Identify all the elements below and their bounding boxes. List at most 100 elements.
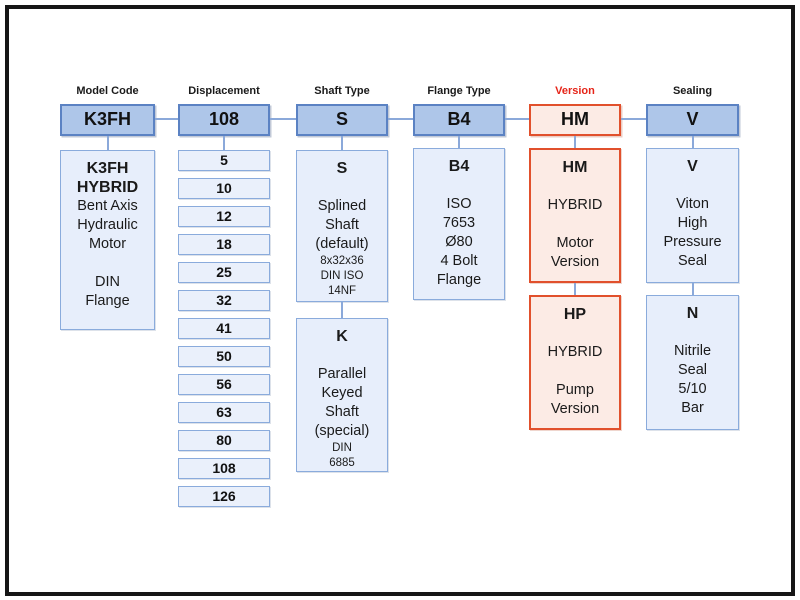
option-line: Seal — [677, 362, 708, 378]
option-line: (default) — [315, 236, 369, 252]
displacement-cell: 41 — [178, 318, 270, 339]
option-line: Ø80 — [445, 234, 473, 250]
connector-horizontal — [621, 118, 646, 120]
line-gap — [531, 215, 619, 234]
line-gap — [297, 178, 387, 197]
option-line: Seal — [677, 253, 708, 269]
connector-horizontal — [155, 118, 178, 120]
displacement-cell: 18 — [178, 234, 270, 255]
displacement-cell: 25 — [178, 262, 270, 283]
option-line: Parallel — [317, 366, 367, 382]
connector-vertical — [691, 283, 694, 295]
connector-vertical — [691, 136, 694, 148]
option-line: B4 — [448, 158, 470, 175]
connector-vertical — [341, 302, 343, 318]
option-line: Bent Axis — [77, 198, 138, 214]
displacement-cell: 10 — [178, 178, 270, 199]
displacement-cell: 80 — [178, 430, 270, 451]
column-label-shaft-type: Shaft Type — [314, 85, 370, 97]
option-line: Flange — [85, 293, 130, 309]
column-label-displacement: Displacement — [188, 85, 260, 97]
option-line: HYBRID — [76, 179, 139, 196]
option-line: (special) — [314, 423, 370, 439]
connector-horizontal — [388, 118, 413, 120]
option-line: DIN ISO — [320, 270, 364, 282]
connector-vertical — [223, 136, 225, 150]
connector-vertical — [341, 136, 343, 150]
option-line: Viton — [676, 196, 709, 212]
header-box-shaft-type: S — [296, 104, 388, 136]
connector-vertical — [574, 283, 576, 295]
option-line: 8x32x36 — [320, 255, 364, 267]
line-gap — [647, 176, 738, 195]
connector-vertical — [106, 136, 109, 150]
line-gap — [647, 323, 738, 342]
option-line: Flange — [436, 272, 482, 288]
displacement-cell: 12 — [178, 206, 270, 227]
displacement-cell: 56 — [178, 374, 270, 395]
column-label-sealing: Sealing — [672, 85, 713, 97]
option-line: 4 Bolt — [440, 253, 478, 269]
line-gap — [531, 324, 619, 343]
line-gap — [531, 177, 619, 196]
option-line: Bar — [681, 400, 704, 416]
option-line: Shaft — [325, 404, 359, 420]
displacement-cell: 32 — [178, 290, 270, 311]
option-line: Motor — [556, 235, 594, 251]
option-line: K — [336, 328, 348, 345]
option-line: V — [687, 158, 698, 175]
column-label-version: Version — [555, 85, 595, 97]
line-gap — [414, 176, 504, 195]
option-line: HM — [562, 159, 588, 176]
option-line: 14NF — [327, 285, 357, 297]
displacement-cell: 50 — [178, 346, 270, 367]
connector-vertical — [458, 136, 460, 148]
option-line: 6885 — [329, 457, 355, 469]
line-gap — [531, 362, 619, 381]
header-box-displacement: 108 — [178, 104, 270, 136]
option-line: Pump — [556, 382, 594, 398]
displacement-cell: 5 — [178, 150, 270, 171]
option-line: Pressure — [663, 234, 722, 250]
connector-vertical — [574, 136, 576, 148]
option-line: HYBRID — [547, 197, 603, 213]
header-box-flange-type: B4 — [413, 104, 505, 136]
option-line: S — [336, 160, 348, 177]
connector-horizontal — [505, 118, 529, 120]
option-line: Motor — [88, 236, 127, 252]
displacement-cell: 63 — [178, 402, 270, 423]
option-line: Splined — [317, 198, 367, 214]
option-line: DIN — [332, 442, 352, 454]
option-line: N — [686, 305, 699, 322]
line-gap — [297, 346, 387, 365]
displacement-cell: 126 — [178, 486, 270, 507]
option-line: Version — [550, 254, 600, 270]
option-line: K3FH — [86, 160, 129, 177]
header-box-version: HM — [529, 104, 621, 136]
option-line: High — [677, 215, 708, 231]
connector-horizontal — [270, 118, 296, 120]
option-line: 7653 — [442, 215, 476, 231]
option-line: Keyed — [321, 385, 363, 401]
line-gap — [61, 254, 154, 273]
option-line: Hydraulic — [77, 217, 138, 233]
header-box-sealing: V — [646, 104, 739, 136]
option-line: Nitrile — [673, 343, 712, 359]
option-line: HP — [563, 306, 587, 323]
header-box-model-code: K3FH — [60, 104, 155, 136]
option-line: Version — [550, 401, 600, 417]
option-line: Shaft — [325, 217, 359, 233]
option-line: 5/10 — [678, 381, 707, 397]
option-line: ISO — [446, 196, 472, 212]
column-label-flange-type: Flange Type — [427, 85, 491, 97]
option-line: DIN — [95, 274, 120, 290]
